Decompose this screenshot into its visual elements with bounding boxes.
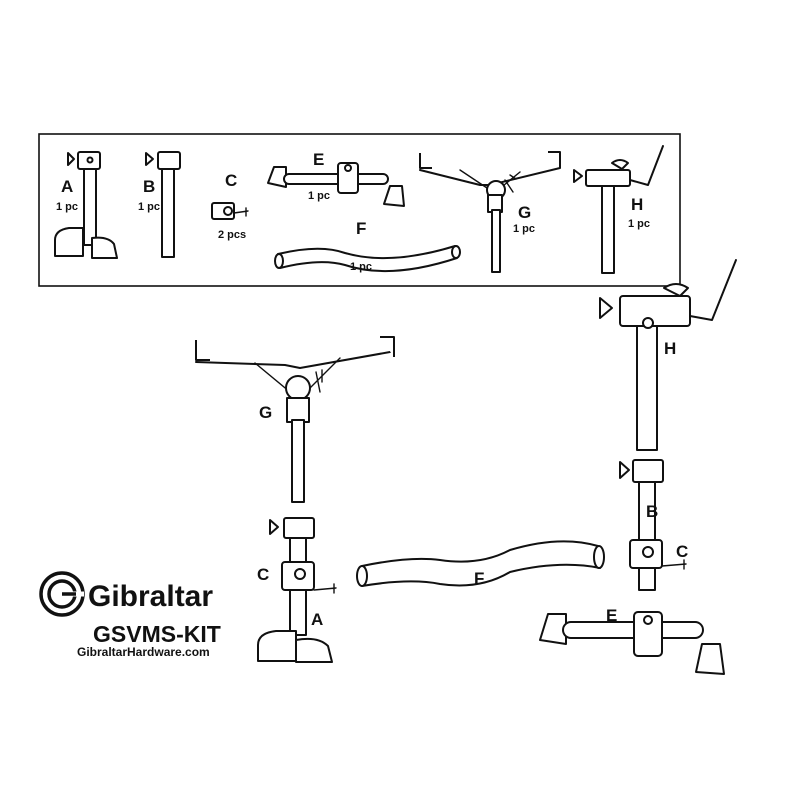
assembly-label-c-right: C (676, 542, 688, 561)
kit-part-a (54, 151, 118, 259)
kit-qty-a: 1 pc (56, 201, 78, 213)
kit-qty-c: 2 pcs (218, 229, 246, 241)
kit-part-b (145, 151, 181, 258)
kit-label-f: F (356, 219, 366, 238)
kit-label-g: G (518, 203, 531, 222)
kit-part-g (419, 151, 561, 273)
parts-list-box (38, 133, 681, 287)
kit-qty-h: 1 pc (628, 218, 650, 230)
assembly-base-bar-e (539, 611, 725, 675)
assembly-label-a: A (311, 610, 323, 629)
kit-label-c: C (225, 171, 237, 190)
kit-label-h: H (631, 195, 643, 214)
assembly-curved-tube-f (356, 540, 605, 587)
assembly-label-f: F (474, 569, 484, 588)
model-number: GSVMS-KIT (93, 621, 221, 647)
kit-part-h (573, 145, 664, 274)
kit-part-f (274, 245, 461, 273)
assembly-snare-basket-g (195, 336, 395, 503)
kit-qty-e: 1 pc (308, 190, 330, 202)
kit-part-c (211, 202, 249, 220)
assembly-label-g: G (259, 403, 272, 422)
assembly-accessory-arm-h (599, 259, 737, 451)
assembly-label-c-left: C (257, 565, 269, 584)
kit-qty-g: 1 pc (513, 223, 535, 235)
kit-label-e: E (313, 150, 324, 169)
website-text: GibraltarHardware.com (77, 645, 210, 659)
kit-qty-b: 1 pc (138, 201, 160, 213)
brand-name: Gibraltar (88, 580, 213, 613)
assembly-post-b-with-clamp-c (619, 459, 687, 591)
assembly-label-h: H (664, 339, 676, 358)
kit-label-b: B (143, 177, 155, 196)
assembly-label-e: E (606, 606, 617, 625)
assembly-post-a-with-clamp-c (257, 517, 337, 663)
kit-qty-f: 1 pc (350, 261, 372, 273)
kit-label-a: A (61, 177, 73, 196)
gibraltar-g-logo-icon (39, 571, 85, 617)
assembly-label-b: B (646, 502, 658, 521)
kit-part-e (267, 162, 405, 207)
